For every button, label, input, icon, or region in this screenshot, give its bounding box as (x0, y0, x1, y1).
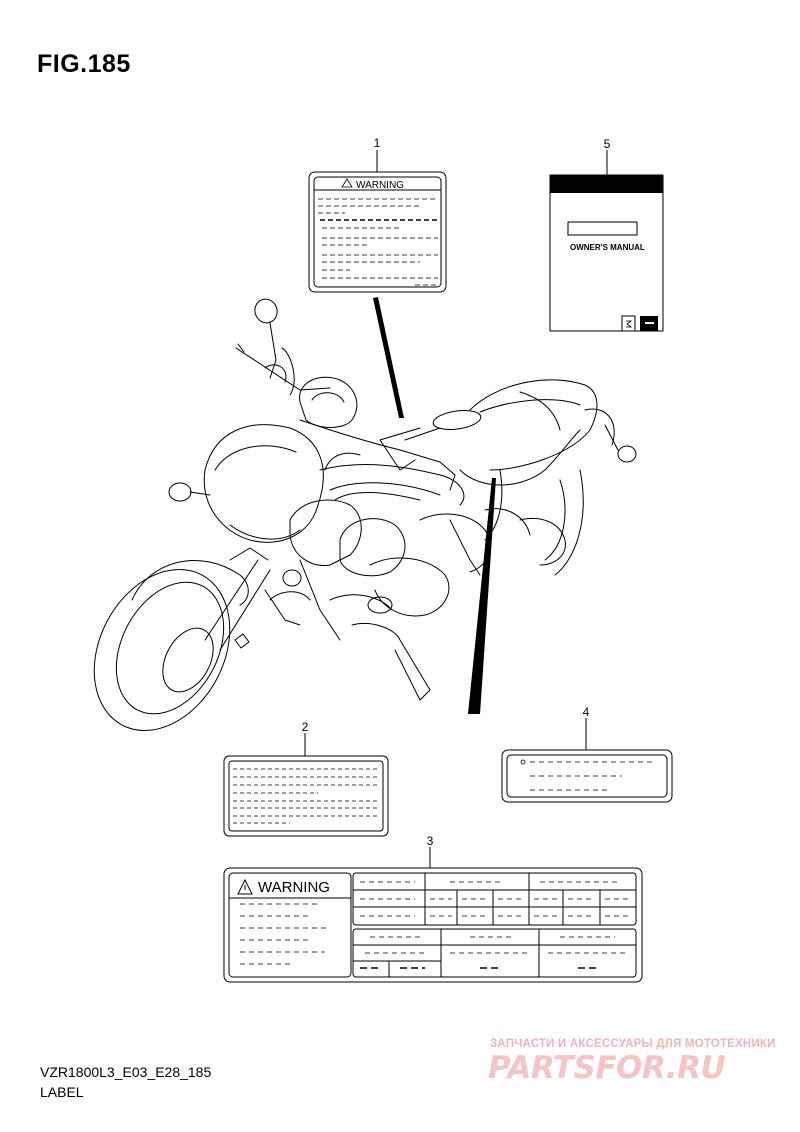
label-5-owners-manual (549, 150, 664, 332)
pointer-wedge-label-5 (468, 478, 496, 714)
manual-title: OWNER'S MANUAL (570, 243, 645, 252)
watermark-tagline: ЗАПЧАСТИ И АКСЕССУАРЫ ДЛЯ МОТОТЕХНИКИ (490, 1038, 776, 1050)
callout-1: 1 (374, 136, 381, 150)
motorcycle-illustration (93, 298, 637, 731)
callout-3: 3 (427, 834, 434, 848)
pointer-wedge-label-1 (373, 297, 404, 418)
diagram-caption: LABEL (40, 1084, 84, 1100)
figure-title: FIG.185 (37, 50, 131, 78)
diagram-text: 1 2 3 4 5 WARNING WARNING OWNER'S MANUAL (258, 136, 645, 896)
callout-2: 2 (302, 720, 309, 734)
label-3-warning-table-decal (223, 847, 643, 983)
label-1-warning-decal (308, 150, 447, 293)
label-3-warning-text: WARNING (258, 879, 330, 896)
label-2-warning-decal (223, 733, 389, 837)
pointer-wedges (373, 297, 496, 714)
label-4-info-decal (501, 718, 673, 803)
callout-5: 5 (604, 137, 611, 151)
callout-4: 4 (583, 705, 590, 719)
label-1-warning-text: WARNING (356, 180, 404, 191)
model-code: VZR1800L3_E03_E28_185 (40, 1064, 212, 1080)
watermark-brand: PARTSFOR.RU (488, 1050, 726, 1086)
